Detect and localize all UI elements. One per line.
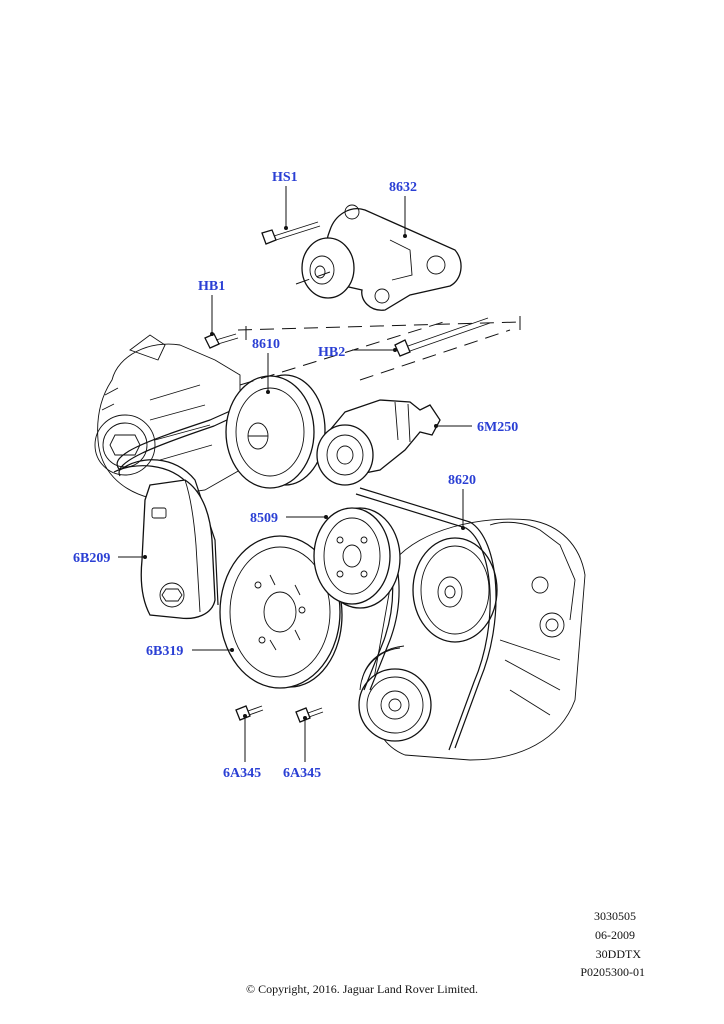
assembly-dashed-lines [237,271,521,386]
reference-number: 3030505 [594,909,636,923]
bolt-hb1 [204,333,239,349]
bolt-6a345-left [235,705,264,721]
diagram-reference-block: 3030505 [594,909,636,924]
pump-6m250 [316,399,441,486]
callout-hs1[interactable]: HS1 [272,170,298,185]
crankshaft-damper-6b319 [219,535,343,689]
pulley-8610 [225,374,326,489]
bolt-6a345-right [295,707,324,723]
callout-8620[interactable]: 8620 [448,473,476,488]
diagram-code: 30DDTX [595,947,641,961]
pulley-8509 [313,507,401,609]
callout-hb2[interactable]: HB2 [318,345,345,360]
callout-6m250[interactable]: 6M250 [477,420,518,435]
bracket-8632 [301,204,462,311]
callout-8509[interactable]: 8509 [250,511,278,526]
belt-tensioner-6b209 [140,479,216,620]
diagram-date: 06-2009 [595,928,635,942]
copyright-notice: © Copyright, 2016. Jaguar Land Rover Lim… [245,982,479,996]
callout-hb1[interactable]: HB1 [198,279,225,294]
ac-compressor [358,518,586,761]
callout-6a345-right[interactable]: 6A345 [283,766,321,781]
callout-6b319[interactable]: 6B319 [146,644,183,659]
illustration-id: P0205300-01 [580,965,645,979]
idler-pulley-8620 [412,537,498,643]
bolt-hs1 [261,221,321,245]
bolt-hb2 [394,317,491,357]
drive-belt [113,379,497,751]
callout-6a345-left[interactable]: 6A345 [223,766,261,781]
callout-8632[interactable]: 8632 [389,180,417,195]
leader-lines [118,186,472,762]
callout-8610[interactable]: 8610 [252,337,280,352]
callout-6b209[interactable]: 6B209 [73,551,110,566]
